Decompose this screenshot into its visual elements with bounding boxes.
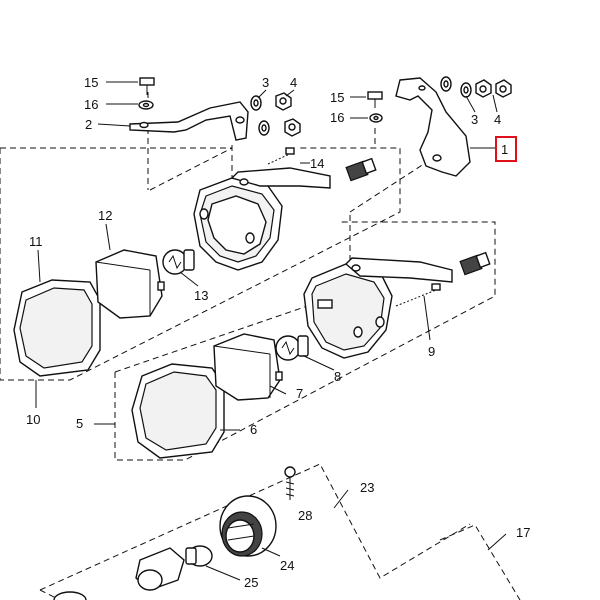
bolt-15-left — [139, 77, 155, 95]
callout-6: 6 — [250, 422, 257, 437]
leader-lines — [35, 81, 507, 581]
callout-11: 11 — [29, 234, 43, 249]
bracket-2 — [129, 101, 249, 141]
callout-12: 12 — [98, 208, 112, 223]
callout-9: 9 — [428, 344, 435, 359]
callout-8: 8 — [334, 369, 341, 384]
screw-28 — [284, 466, 296, 500]
alignment-line-bracket-right-2 — [349, 159, 431, 213]
callout-15-left: 15 — [84, 75, 98, 90]
nut-4-right — [475, 79, 512, 98]
nut-4-left — [275, 92, 301, 137]
callout-3-right: 3 — [471, 112, 478, 127]
callout-7: 7 — [296, 386, 303, 401]
lamp-housing-upper — [193, 157, 377, 271]
washer-16-left — [138, 100, 154, 110]
screw-9 — [395, 283, 441, 307]
bolt-15-right — [367, 91, 383, 108]
washer-16-right — [369, 113, 383, 123]
lamp-housing-lower — [303, 251, 491, 359]
lens-frame-7 — [213, 333, 283, 401]
lens-11 — [13, 279, 101, 377]
callout-24: 24 — [280, 558, 294, 573]
callout-16-right: 16 — [330, 110, 344, 125]
group-outline-right — [439, 524, 521, 600]
callout-16-left: 16 — [84, 97, 98, 112]
bracket-1 — [395, 77, 471, 177]
bulb-25 — [53, 545, 213, 600]
lens-6 — [131, 363, 225, 459]
callout-15-right: 15 — [330, 90, 344, 105]
callout-4-right: 4 — [494, 112, 501, 127]
group-outline-lower-lamp — [114, 221, 496, 461]
callout-14: 14 — [310, 156, 324, 171]
callout-3-left: 3 — [262, 75, 269, 90]
callout-28: 28 — [298, 508, 312, 523]
screw-14 — [267, 147, 295, 165]
callout-4-left: 4 — [290, 75, 297, 90]
bulb-13 — [162, 249, 195, 275]
callout-2: 2 — [85, 117, 92, 132]
group-outline-rear-lamp — [39, 463, 471, 600]
callout-23: 23 — [360, 480, 374, 495]
callout-1-highlight-box — [495, 136, 517, 162]
washer-3-right — [440, 76, 472, 98]
group-outline-upper-lamp — [0, 147, 401, 381]
callout-13: 13 — [194, 288, 208, 303]
lens-frame-12 — [95, 249, 165, 319]
callout-1: 1 — [501, 142, 508, 157]
callout-5: 5 — [76, 416, 83, 431]
callout-10: 10 — [26, 412, 40, 427]
callout-17: 17 — [516, 525, 530, 540]
bulb-8 — [275, 335, 309, 361]
lens-ring-24 — [219, 495, 277, 557]
washer-3-left — [250, 95, 270, 136]
callout-25: 25 — [244, 575, 258, 590]
